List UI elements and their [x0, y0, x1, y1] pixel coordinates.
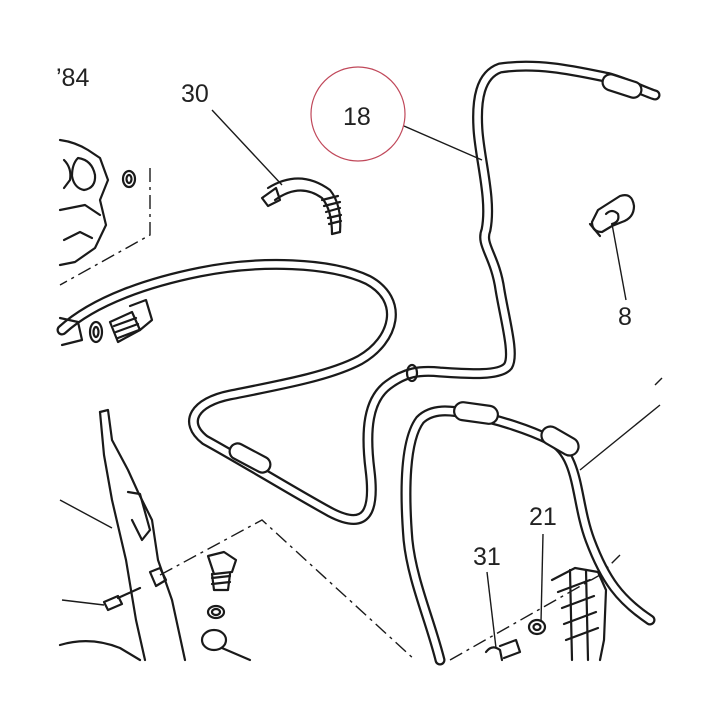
left-banjo-fitting: [58, 298, 154, 347]
upper-left-bracket-part: [58, 138, 137, 267]
callout-8: 8: [618, 303, 632, 331]
lower-left-bracket-plate: [58, 408, 187, 662]
callout-18: 18: [343, 103, 371, 131]
callout-84: ’84: [56, 64, 89, 92]
highlight-circle-18: [310, 66, 406, 162]
part-30-clamp: [260, 177, 343, 236]
part-31-bolt: [484, 638, 522, 662]
left-screw: [102, 586, 142, 612]
brake-hose-main: [56, 60, 661, 525]
callout-30: 30: [181, 80, 209, 108]
part-8-clip: [588, 194, 636, 238]
callout-leaders: [59, 109, 661, 649]
callout-31: 31: [473, 543, 501, 571]
callout-21: 21: [529, 503, 557, 531]
center-banjo-bolt: [200, 550, 252, 662]
right-valve-block: [527, 566, 608, 662]
brake-hose-secondary: [400, 401, 656, 666]
